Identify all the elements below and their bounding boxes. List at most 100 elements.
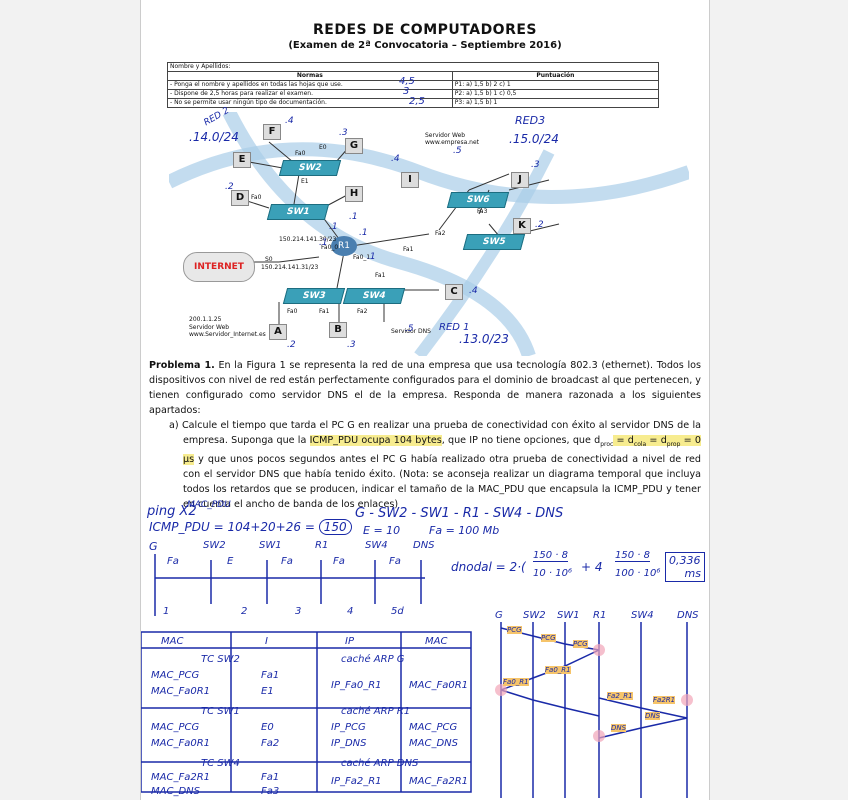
host-addr-annotation: .1	[329, 222, 338, 232]
network-figure: SW2 SW1 SW6 SW5 SW3 SW4 R1 F E D G H I J…	[169, 106, 689, 356]
subscript: prop	[666, 440, 681, 448]
port-label: E0	[319, 144, 327, 151]
host-addr-annotation: .4	[469, 286, 478, 296]
puntuacion-row: P1: a) 1,5 b) 2 c) 1	[451, 80, 660, 90]
host-addr-annotation: .1	[367, 252, 376, 262]
problem-intro: En la Figura 1 se representa la red de u…	[149, 360, 701, 416]
timeline-node: SW2	[203, 540, 226, 551]
tc-sw4-title: TC SW4	[201, 758, 240, 769]
subnet-annotation: .14.0/24	[189, 130, 239, 144]
host-addr-annotation: .2	[287, 340, 296, 350]
problem-1: Problema 1. En la Figura 1 se representa…	[149, 358, 701, 512]
router-r1: R1	[331, 236, 357, 256]
tc-row-port: Fa1	[261, 772, 280, 783]
puntuacion-row: P3: a) 1,5 b) 1	[451, 98, 660, 108]
host-addr-annotation: .1	[359, 228, 368, 238]
host-addr-annotation: .4	[391, 154, 400, 164]
timeline-node: SW4	[365, 540, 388, 551]
arp-row-ip: IP_DNS	[331, 738, 367, 749]
ip-label: 150.214.141.31/23	[261, 264, 319, 271]
seq-frame-label: PCG	[541, 634, 556, 642]
tc-row-mac: MAC_PCG	[151, 722, 200, 733]
tc-row-port: Fa1	[261, 670, 280, 681]
seq-node: G	[495, 610, 503, 621]
host-h: H	[345, 186, 363, 202]
fraction-den: 10 · 10⁶	[533, 568, 572, 579]
host-f: F	[263, 124, 281, 140]
eq-text: = d	[613, 435, 634, 446]
timeline-node: DNS	[413, 540, 435, 551]
tbl-header: IP	[345, 636, 354, 647]
host-g: G	[345, 138, 363, 154]
seq-node: SW2	[523, 610, 546, 621]
dns-server-label: Servidor DNS	[391, 328, 431, 335]
port-label: E1	[301, 178, 309, 185]
timeline-node: SW1	[259, 540, 282, 551]
port-label: Fa0	[295, 150, 306, 157]
item-a-highlight: ICMP_PDU ocupa 104 bytes	[309, 435, 442, 446]
arp-dns-title: caché ARP DNS	[341, 758, 419, 769]
host-c: C	[445, 284, 463, 300]
hand-icmp: ICMP_PDU = 104+20+26 = 150	[149, 519, 352, 535]
item-a-text: y que unos pocos segundos antes el PC G …	[183, 453, 701, 510]
arp-row-ip: IP_Fa0_R1	[331, 680, 382, 691]
result-value: 0,336	[669, 554, 701, 567]
port-label: Fa0_0	[321, 244, 339, 251]
item-a-text: , que IP no tiene opciones, que d	[441, 435, 601, 446]
arp-row-mac: MAC_PCG	[409, 722, 458, 733]
switch-sw4: SW4	[342, 288, 406, 304]
port-label: Fa2	[357, 308, 368, 315]
port-label: Fa1	[375, 272, 386, 279]
hand-score: 4,5	[399, 76, 415, 87]
timeline-link: E	[227, 556, 234, 567]
seq-node: R1	[593, 610, 607, 621]
network-annotation: RED3	[515, 114, 546, 127]
timeline-tick: 3	[295, 606, 302, 617]
switch-sw2: SW2	[278, 160, 342, 176]
network-annotation: RED 1	[439, 322, 470, 333]
host-j: J	[511, 172, 529, 188]
arp-row-mac: MAC_Fa0R1	[409, 680, 469, 691]
host-e: E	[233, 152, 251, 168]
subscript: proc	[600, 440, 614, 448]
item-a-text: a) Calcule el tiempo que tarda el PC G e…	[169, 420, 701, 446]
host-addr-annotation: .5	[453, 146, 462, 156]
tbl-header: MAC	[425, 636, 448, 647]
puntuacion-row: P2: a) 1,5 b) 1 c) 0,5	[451, 89, 660, 99]
eq-text: = d	[646, 435, 667, 446]
host-addr-annotation: .1	[349, 212, 358, 222]
timeline-node: R1	[315, 540, 329, 551]
host-i: I	[401, 172, 419, 188]
web-server-ip: 200.1.1.25	[189, 316, 222, 323]
seq-frame-label: Fa0_R1	[545, 666, 571, 674]
web-server-label: Servidor Web www.empresa.net	[425, 132, 480, 146]
host-b: B	[329, 322, 347, 338]
timeline-tick: 5d	[391, 606, 404, 617]
hand-icmp-text: ICMP_PDU = 104+20+26 =	[149, 520, 319, 534]
timeline-link: Fa	[167, 556, 179, 567]
host-addr-annotation: .3	[347, 340, 356, 350]
timeline-node: G	[149, 540, 158, 553]
port-label: Fa3	[477, 208, 488, 215]
seq-frame-label: Fa2R1	[653, 696, 676, 704]
seq-frame-label: DNS	[611, 724, 627, 732]
seq-frame-label: Fa0_R1	[503, 678, 529, 686]
host-d: D	[231, 190, 249, 206]
host-addr-annotation: .3	[339, 128, 348, 138]
host-addr-annotation: .2	[225, 182, 234, 192]
internet-cloud: INTERNET	[183, 252, 255, 282]
host-addr-annotation: .4	[285, 116, 294, 126]
tc-row-port: Fa3	[261, 786, 280, 797]
problem-item-a: a) Calcule el tiempo que tarda el PC G e…	[149, 418, 701, 512]
subscript: cola	[633, 440, 647, 448]
tc-row-port: E0	[261, 722, 274, 733]
name-label: Nombre y Apellidos:	[167, 62, 659, 72]
problem-heading: Problema 1.	[149, 360, 215, 371]
switch-sw1: SW1	[266, 204, 330, 220]
timeline-link: Fa	[333, 556, 345, 567]
network-links	[169, 112, 689, 356]
port-label: S0	[265, 256, 273, 263]
tbl-header: I	[265, 636, 268, 647]
